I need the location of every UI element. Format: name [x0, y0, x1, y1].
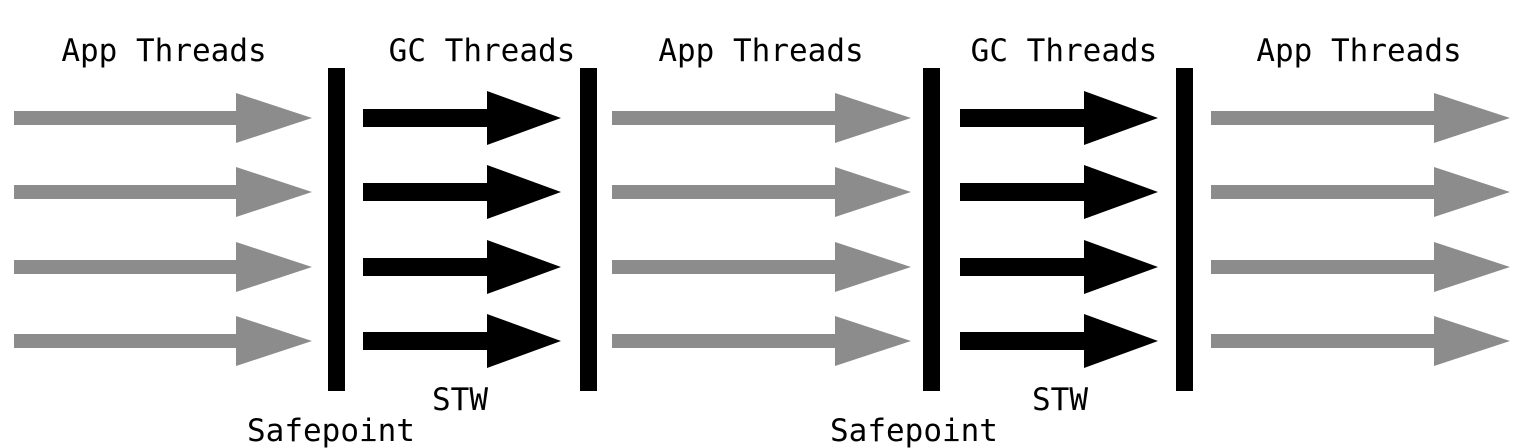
app-thread-arrow: [612, 167, 911, 217]
gc-thread-arrow: [960, 314, 1158, 368]
app-thread-arrow: [612, 93, 911, 143]
marker-label-safepoint-2: Safepoint: [830, 413, 998, 448]
marker-label-safepoint-1: Safepoint: [247, 413, 415, 448]
app-thread-arrow: [1211, 316, 1510, 366]
marker-label-stw-2: STW: [1032, 382, 1088, 418]
phase-label-gc-threads-2: GC Threads: [971, 33, 1158, 69]
gc-thread-arrow: [960, 91, 1158, 145]
safepoint-barrier-2: [923, 68, 940, 391]
app-thread-arrow: [14, 316, 312, 366]
gc-thread-arrow: [363, 165, 561, 219]
app-thread-arrow: [1211, 167, 1510, 217]
app-thread-arrow: [14, 93, 312, 143]
phase-label-app-threads-1: App Threads: [61, 33, 266, 69]
app-thread-arrow: [612, 316, 911, 366]
thread-arrows: [14, 91, 1510, 368]
app-thread-arrow: [612, 242, 911, 292]
gc-thread-arrow: [960, 165, 1158, 219]
app-thread-arrow: [14, 242, 312, 292]
phase-label-app-threads-3: App Threads: [1256, 33, 1461, 69]
gc-thread-arrow: [363, 240, 561, 294]
phase-label-app-threads-2: App Threads: [658, 33, 863, 69]
stw-end-barrier-2: [1176, 68, 1193, 391]
app-thread-arrow: [14, 167, 312, 217]
gc-thread-arrow: [363, 91, 561, 145]
stw-end-barrier-1: [580, 68, 597, 391]
phase-label-gc-threads-1: GC Threads: [389, 33, 576, 69]
marker-label-stw-1: STW: [432, 382, 488, 418]
app-thread-arrow: [1211, 93, 1510, 143]
safepoint-barrier-1: [328, 68, 345, 391]
gc-thread-arrow: [363, 314, 561, 368]
gc-thread-arrow: [960, 240, 1158, 294]
app-thread-arrow: [1211, 242, 1510, 292]
